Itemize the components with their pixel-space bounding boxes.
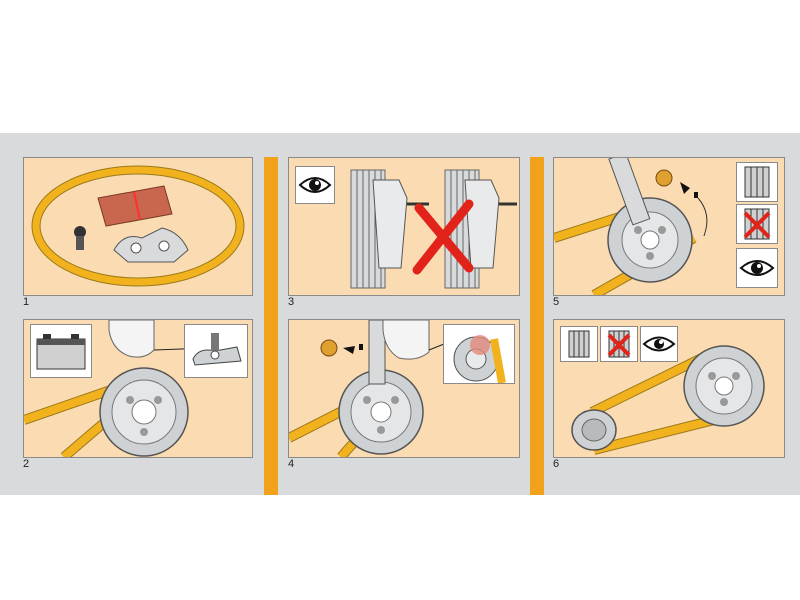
step-number-6: 6: [553, 458, 560, 470]
belt-installed-icon: [571, 345, 765, 455]
tensioner-detail-icon: [184, 324, 248, 378]
step-3-panel: [288, 157, 520, 296]
column-divider-1: [264, 157, 278, 495]
belt-ok-icon: [736, 162, 778, 202]
step-4-panel: [288, 319, 520, 458]
step-number-2: 2: [23, 458, 30, 470]
belt-kit-icon: [31, 165, 245, 287]
column-divider-2: [530, 157, 544, 495]
belt-ok-small-icon: [560, 326, 598, 362]
tensioner-release-icon: [289, 320, 450, 457]
belt-worn-icon: [736, 204, 778, 244]
step-6-panel: [553, 319, 785, 458]
step-number-1: 1: [23, 296, 30, 308]
step-number-3: 3: [288, 296, 295, 308]
step-number-5: 5: [553, 296, 560, 308]
battery-disconnect-icon: [30, 324, 92, 378]
belt-pulley-illustration: [24, 320, 210, 457]
eye-check-icon: [736, 248, 778, 288]
step-1-panel: [23, 157, 253, 296]
eye-final-check-icon: [640, 326, 678, 362]
belt-worn-small-icon: [600, 326, 638, 362]
eye-inspect-icon: [295, 166, 335, 204]
step-5-panel: [553, 157, 785, 296]
tensioner-closeup-icon: [443, 324, 515, 384]
step-2-panel: [23, 319, 253, 458]
belt-wear-comparison-illustration: [350, 169, 517, 289]
tensioner-tighten-icon: [554, 158, 708, 295]
step-number-4: 4: [288, 458, 295, 470]
